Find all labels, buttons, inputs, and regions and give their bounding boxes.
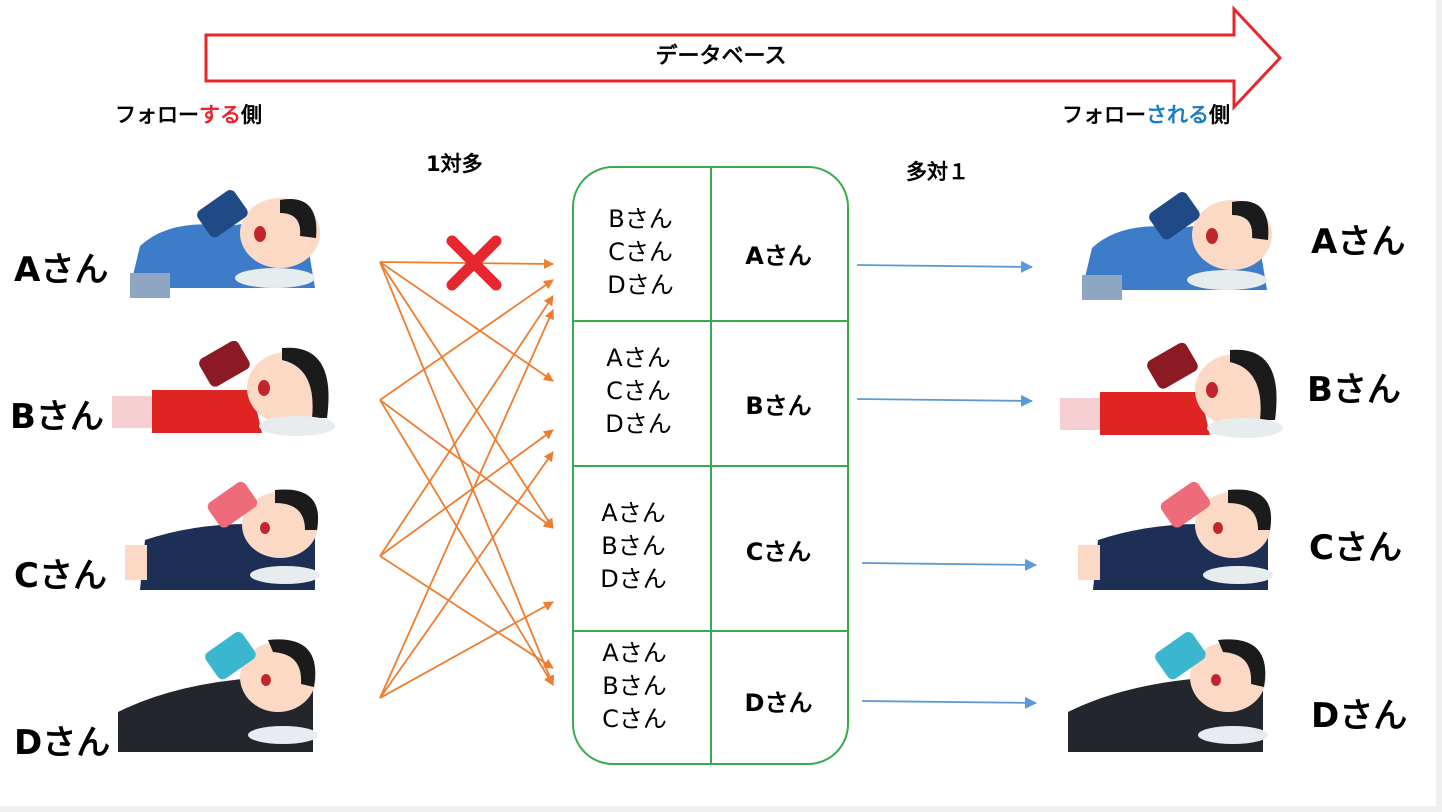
follower-side-highlight: する <box>199 103 241 127</box>
table-follower-item: Dさん <box>605 410 672 438</box>
table-follower-list: Bさん Cさん Dさん <box>573 203 708 302</box>
followed-side-prefix: フォロー <box>1062 103 1146 127</box>
result-arrow <box>861 696 1037 709</box>
table-follower-item: Bさん <box>601 532 666 560</box>
table-follower-item: Aさん <box>606 344 671 372</box>
result-arrow <box>856 260 1033 273</box>
table-follower-item: Dさん <box>600 565 667 593</box>
left-user-name: Bさん <box>10 397 104 437</box>
left-user-name: Dさん <box>14 723 111 763</box>
person-phone-icon <box>1082 192 1272 300</box>
follow-arrow <box>379 555 554 669</box>
followed-side-header: フォローされる側 <box>1062 99 1230 129</box>
person-phone-icon <box>125 481 320 590</box>
right-user-name: Bさん <box>1307 370 1401 410</box>
table-follower-item: Bさん <box>608 205 673 233</box>
follow-arrow <box>379 601 554 699</box>
table-follower-list: Aさん Cさん Dさん <box>571 342 706 441</box>
person-phone-icon <box>1078 481 1273 590</box>
follow-arrows <box>379 258 555 699</box>
left-user-name: Cさん <box>14 556 107 596</box>
table-followed-user: Bさん <box>745 392 812 420</box>
follow-arrow <box>379 279 554 401</box>
person-phone-icon <box>1068 632 1268 752</box>
person-phone-icon <box>1060 342 1283 438</box>
table-followed-user: Cさん <box>745 538 812 566</box>
person-phone-icon <box>118 632 318 752</box>
follow-arrow <box>379 451 554 699</box>
follow-arrow <box>379 399 554 529</box>
follow-arrow <box>379 261 554 382</box>
follow-arrow <box>379 309 554 699</box>
follower-side-suffix: 側 <box>241 103 262 127</box>
table-follower-item: Aさん <box>602 639 667 667</box>
follow-arrow <box>379 261 554 529</box>
follow-table <box>572 166 849 765</box>
follow-arrow <box>379 399 554 686</box>
table-follower-list: Aさん Bさん Dさん <box>566 497 701 596</box>
followed-side-highlight: される <box>1146 103 1209 127</box>
person-phone-icon <box>130 190 320 298</box>
follow-arrow <box>379 261 555 686</box>
cross-mark-icon <box>446 235 502 291</box>
follow-arrow <box>379 429 554 557</box>
table-follower-item: Bさん <box>602 672 667 700</box>
table-follower-item: Aさん <box>601 499 666 527</box>
table-follower-item: Cさん <box>606 377 671 405</box>
table-follower-item: Cさん <box>602 705 667 733</box>
follower-side-header: フォローする側 <box>115 99 262 129</box>
follower-side-prefix: フォロー <box>115 103 199 127</box>
relation-left-label: 1対多 <box>426 152 483 176</box>
followed-side-suffix: 側 <box>1209 103 1230 127</box>
database-banner-arrow <box>204 5 1283 111</box>
table-followed-user: Aさん <box>745 242 812 270</box>
table-follower-list: Aさん Bさん Cさん <box>567 637 702 736</box>
person-phone-icon <box>112 340 335 436</box>
table-followed-user: Dさん <box>744 689 813 717</box>
table-follower-item: Dさん <box>607 271 674 299</box>
result-arrow <box>856 394 1033 407</box>
relation-right-label: 多対１ <box>906 160 969 184</box>
right-user-name: Dさん <box>1311 696 1408 736</box>
right-user-name: Aさん <box>1311 222 1406 262</box>
left-user-name: Aさん <box>14 250 109 290</box>
result-arrows <box>856 260 1037 709</box>
right-user-name: Cさん <box>1309 528 1402 568</box>
database-title: データベース <box>655 44 787 69</box>
table-follower-item: Cさん <box>608 238 673 266</box>
follow-arrow <box>379 295 554 557</box>
result-arrow <box>861 558 1037 571</box>
